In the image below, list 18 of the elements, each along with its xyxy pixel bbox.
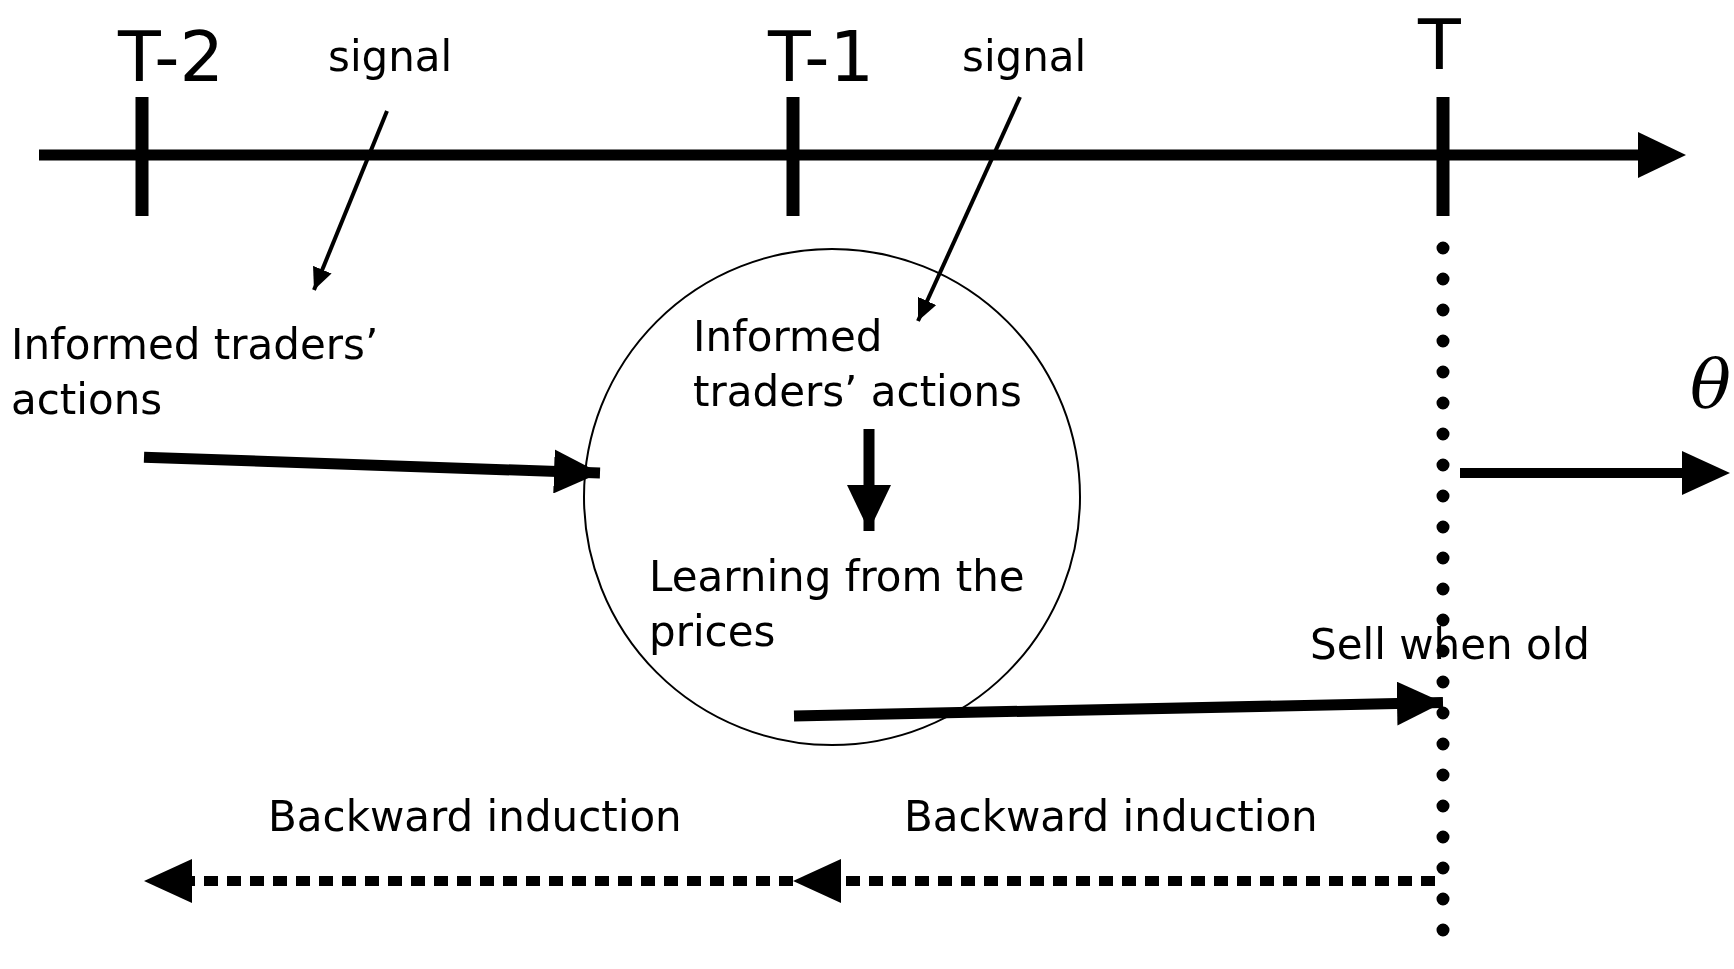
node-label: Informed traders’ actions xyxy=(693,310,1043,420)
arrow xyxy=(312,110,389,291)
arrow xyxy=(143,449,601,494)
node-label: Informed traders’ actions xyxy=(11,318,411,428)
tick-label: T-2 xyxy=(118,15,225,100)
node-label: Learning from the prices xyxy=(649,550,1049,660)
variable-label: θ xyxy=(1690,343,1731,425)
tick-label: T xyxy=(1418,3,1461,88)
arrow-caption: Backward induction xyxy=(904,791,1318,843)
node-label: signal xyxy=(962,30,1102,85)
arrow-caption: Backward induction xyxy=(268,791,682,843)
arrow xyxy=(793,681,1444,726)
arrow xyxy=(916,96,1022,322)
arrow xyxy=(847,429,891,531)
circle-outline xyxy=(583,248,1081,746)
tick-label: T-1 xyxy=(768,15,875,100)
node-label: signal xyxy=(328,30,468,85)
node-label: Sell when old xyxy=(1310,618,1610,673)
